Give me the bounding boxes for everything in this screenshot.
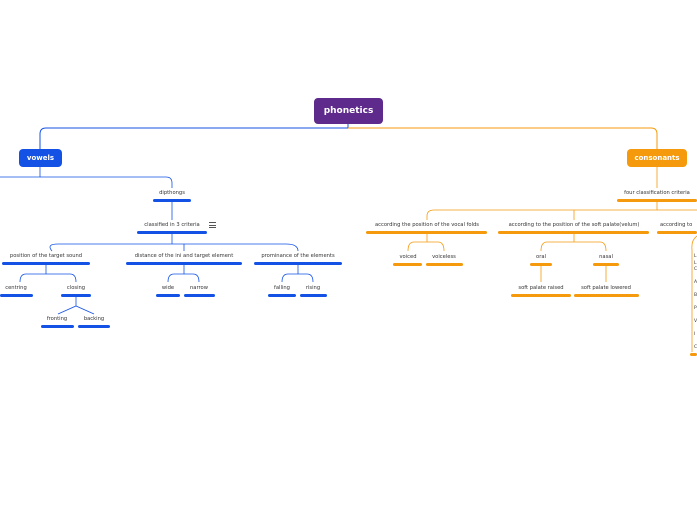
node-fronting-bar	[41, 325, 74, 328]
node-voiceless-bar	[426, 263, 463, 266]
node-voiced-bar	[393, 263, 422, 266]
node-position-target[interactable]: position of the target sound	[9, 253, 83, 259]
node-according-to-partial[interactable]: according to	[660, 222, 693, 228]
node-prominance-bar	[254, 262, 342, 265]
edge-partial-bar	[690, 353, 697, 356]
node-nasal[interactable]: nasal	[599, 254, 613, 260]
node-centring[interactable]: centring	[5, 285, 27, 291]
node-vocal-folds[interactable]: according the position of the vocal fold…	[374, 222, 480, 228]
node-distance-ini-target[interactable]: distance of the ini and target element	[134, 253, 234, 259]
node-soft-palate-raised-bar	[511, 294, 571, 297]
node-rising[interactable]: rising	[305, 285, 321, 291]
node-falling-bar	[268, 294, 296, 297]
node-narrow[interactable]: narrow	[190, 285, 208, 291]
node-centring-bar	[0, 294, 33, 297]
node-prominance[interactable]: prominance of the elements	[261, 253, 335, 259]
node-voiceless[interactable]: voiceless	[432, 254, 456, 260]
node-dipthongs-bar	[153, 199, 191, 202]
edge-letter: I	[694, 332, 696, 337]
node-distance-bar	[126, 262, 242, 265]
node-wide[interactable]: wide	[161, 285, 175, 291]
node-four-classification[interactable]: four classification criteria	[624, 190, 690, 196]
node-classified-bar	[137, 231, 207, 234]
edge-letter: C	[694, 345, 697, 350]
node-rising-bar	[300, 294, 327, 297]
node-vowels[interactable]: vowels	[19, 149, 62, 167]
edge-letter: P	[694, 306, 697, 311]
root-node-phonetics[interactable]: phonetics	[314, 98, 383, 124]
node-backing[interactable]: backing	[83, 316, 105, 322]
node-wide-bar	[156, 294, 180, 297]
edge-letter: L	[694, 254, 697, 259]
edge-letter: B	[694, 293, 697, 298]
node-narrow-bar	[184, 294, 215, 297]
node-soft-palate-lowered-bar	[574, 294, 639, 297]
node-according-to-bar	[657, 231, 697, 234]
node-soft-palate[interactable]: according to the position of the soft pa…	[508, 222, 640, 228]
node-closing-bar	[61, 294, 91, 297]
node-backing-bar	[78, 325, 110, 328]
edge-letter: V	[694, 319, 697, 324]
node-position-target-bar	[2, 262, 90, 265]
node-consonants[interactable]: consonants	[627, 149, 687, 167]
node-closing[interactable]: closing	[66, 285, 86, 291]
node-oral[interactable]: oral	[536, 254, 546, 260]
node-voiced[interactable]: voiced	[399, 254, 417, 260]
node-fronting[interactable]: fronting	[46, 316, 68, 322]
node-soft-palate-bar	[498, 231, 649, 234]
edge-letter: C	[694, 267, 697, 272]
node-four-classification-bar	[617, 199, 697, 202]
node-oral-bar	[530, 263, 552, 266]
node-falling[interactable]: falling	[274, 285, 290, 291]
node-soft-palate-raised[interactable]: soft palate raised	[518, 285, 564, 291]
node-classified-3-criteria[interactable]: classified in 3 criteria	[144, 222, 200, 228]
node-soft-palate-lowered[interactable]: soft palate lowered	[581, 285, 631, 291]
edge-letter: A	[694, 280, 697, 285]
node-nasal-bar	[593, 263, 619, 266]
node-dipthongs[interactable]: dipthongs	[159, 190, 185, 196]
node-vocal-folds-bar	[366, 231, 487, 234]
edge-letter: L	[694, 261, 697, 266]
notes-icon[interactable]	[209, 222, 216, 229]
